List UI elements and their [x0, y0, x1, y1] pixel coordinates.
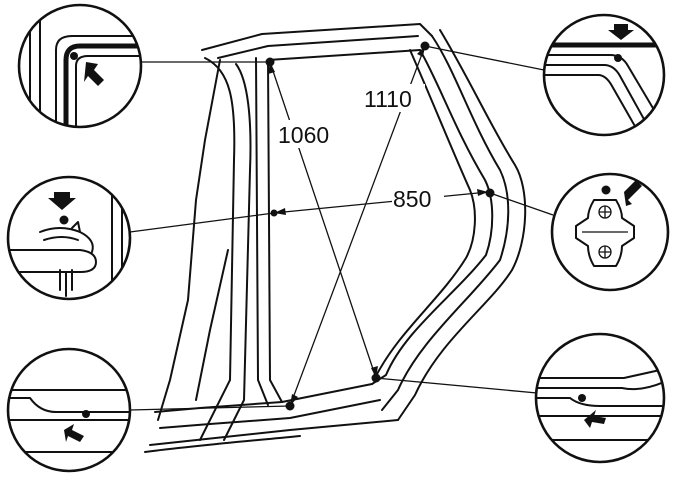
dimension-labels: 1060 1110 850 — [276, 84, 444, 212]
arrow-icon — [608, 24, 634, 40]
detail-bottom-left — [6, 347, 132, 473]
arrow-icon — [620, 180, 642, 206]
detail-top-right — [542, 13, 666, 137]
detail-bottom-right — [534, 332, 666, 464]
dimension-1110: 1110 — [364, 86, 412, 112]
arrow-icon — [64, 424, 84, 442]
arrow-icon — [584, 410, 606, 428]
dimension-1060: 1060 — [278, 122, 329, 148]
detail-left-hinge — [6, 175, 132, 301]
detail-top-left — [17, 3, 143, 129]
detail-right-latch — [550, 172, 670, 292]
arrow-icon — [48, 192, 76, 210]
dimension-850: 850 — [393, 186, 431, 212]
leader-lines — [129, 45, 554, 411]
arrow-icon — [84, 62, 104, 86]
hinge-bracket-icon — [575, 199, 635, 267]
car-body-outline — [144, 23, 527, 453]
